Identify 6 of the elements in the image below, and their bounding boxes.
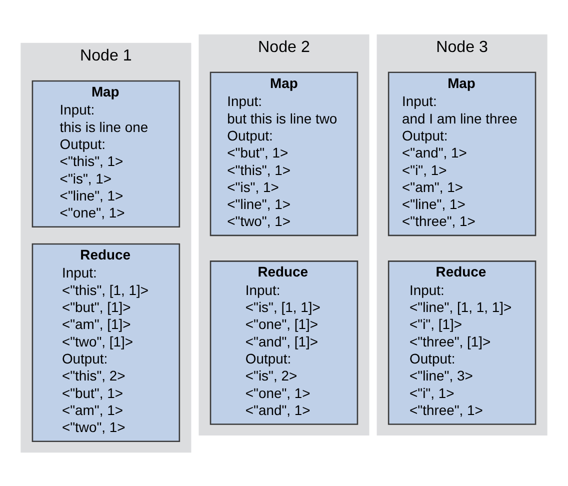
node-box: Map Input: but this is line two Output: <"but", 1> <"this", 1> <"is", 1> <"line", 1> <"two", 1> xyxy=(210,71,358,236)
node-box: Reduce Input: <"is", [1, 1]> <"one", [1]> <"and", [1]> Output: <"is", 2> <"one", 1> <"and", 1> xyxy=(210,260,358,424)
node-box: Map Input: and I am line three Output: <"and", 1> <"i", 1> <"am", 1> <"line", 1> <"three", 1> xyxy=(388,71,536,236)
node-box: Reduce Input: <"this", [1, 1]> <"but", [1]> <"am", [1]> <"two", [1]> Output: <"this", 2> <"but", 1> <"am", 1> <"two", 1> xyxy=(32,242,180,442)
node-box: Reduce Input: <"line", [1, 1, 1]> <"i", [1]> <"three", [1]> Output: <"line", 3> <"i", 1> <"three", 1> xyxy=(388,260,536,424)
node-box: Map Input: this is line one Output: <"this", 1> <"is", 1> <"line", 1> <"one", 1> xyxy=(32,80,180,228)
